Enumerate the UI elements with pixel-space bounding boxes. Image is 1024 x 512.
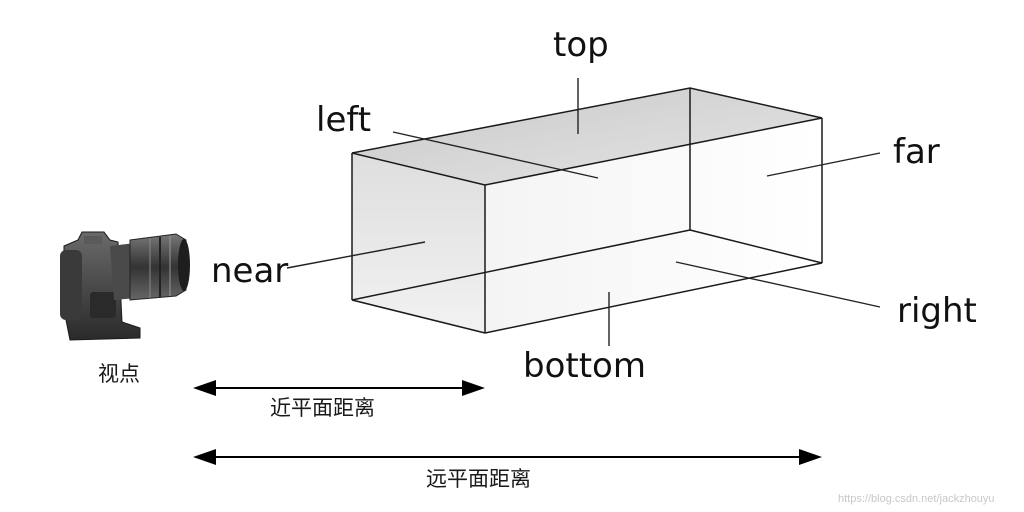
label-near: near (211, 251, 288, 291)
watermark: https://blog.csdn.net/jackzhouyu (838, 493, 995, 505)
far-distance-label: 远平面距离 (426, 467, 531, 491)
far-distance-arrow (193, 449, 822, 465)
top-face (352, 88, 822, 185)
far-leader (766, 152, 881, 177)
label-right: right (897, 291, 977, 331)
label-left: left (316, 100, 371, 140)
frustum-box (351, 87, 823, 334)
label-top: top (553, 25, 609, 65)
near-leader (286, 241, 426, 269)
label-bottom: bottom (523, 346, 646, 386)
label-far: far (893, 132, 940, 172)
left-leader (392, 131, 599, 179)
viewpoint-label: 视点 (98, 362, 140, 386)
camera-icon (60, 231, 190, 341)
near-distance-label: 近平面距离 (270, 396, 375, 420)
right-leader (675, 261, 881, 308)
near-distance-arrow (193, 380, 485, 396)
